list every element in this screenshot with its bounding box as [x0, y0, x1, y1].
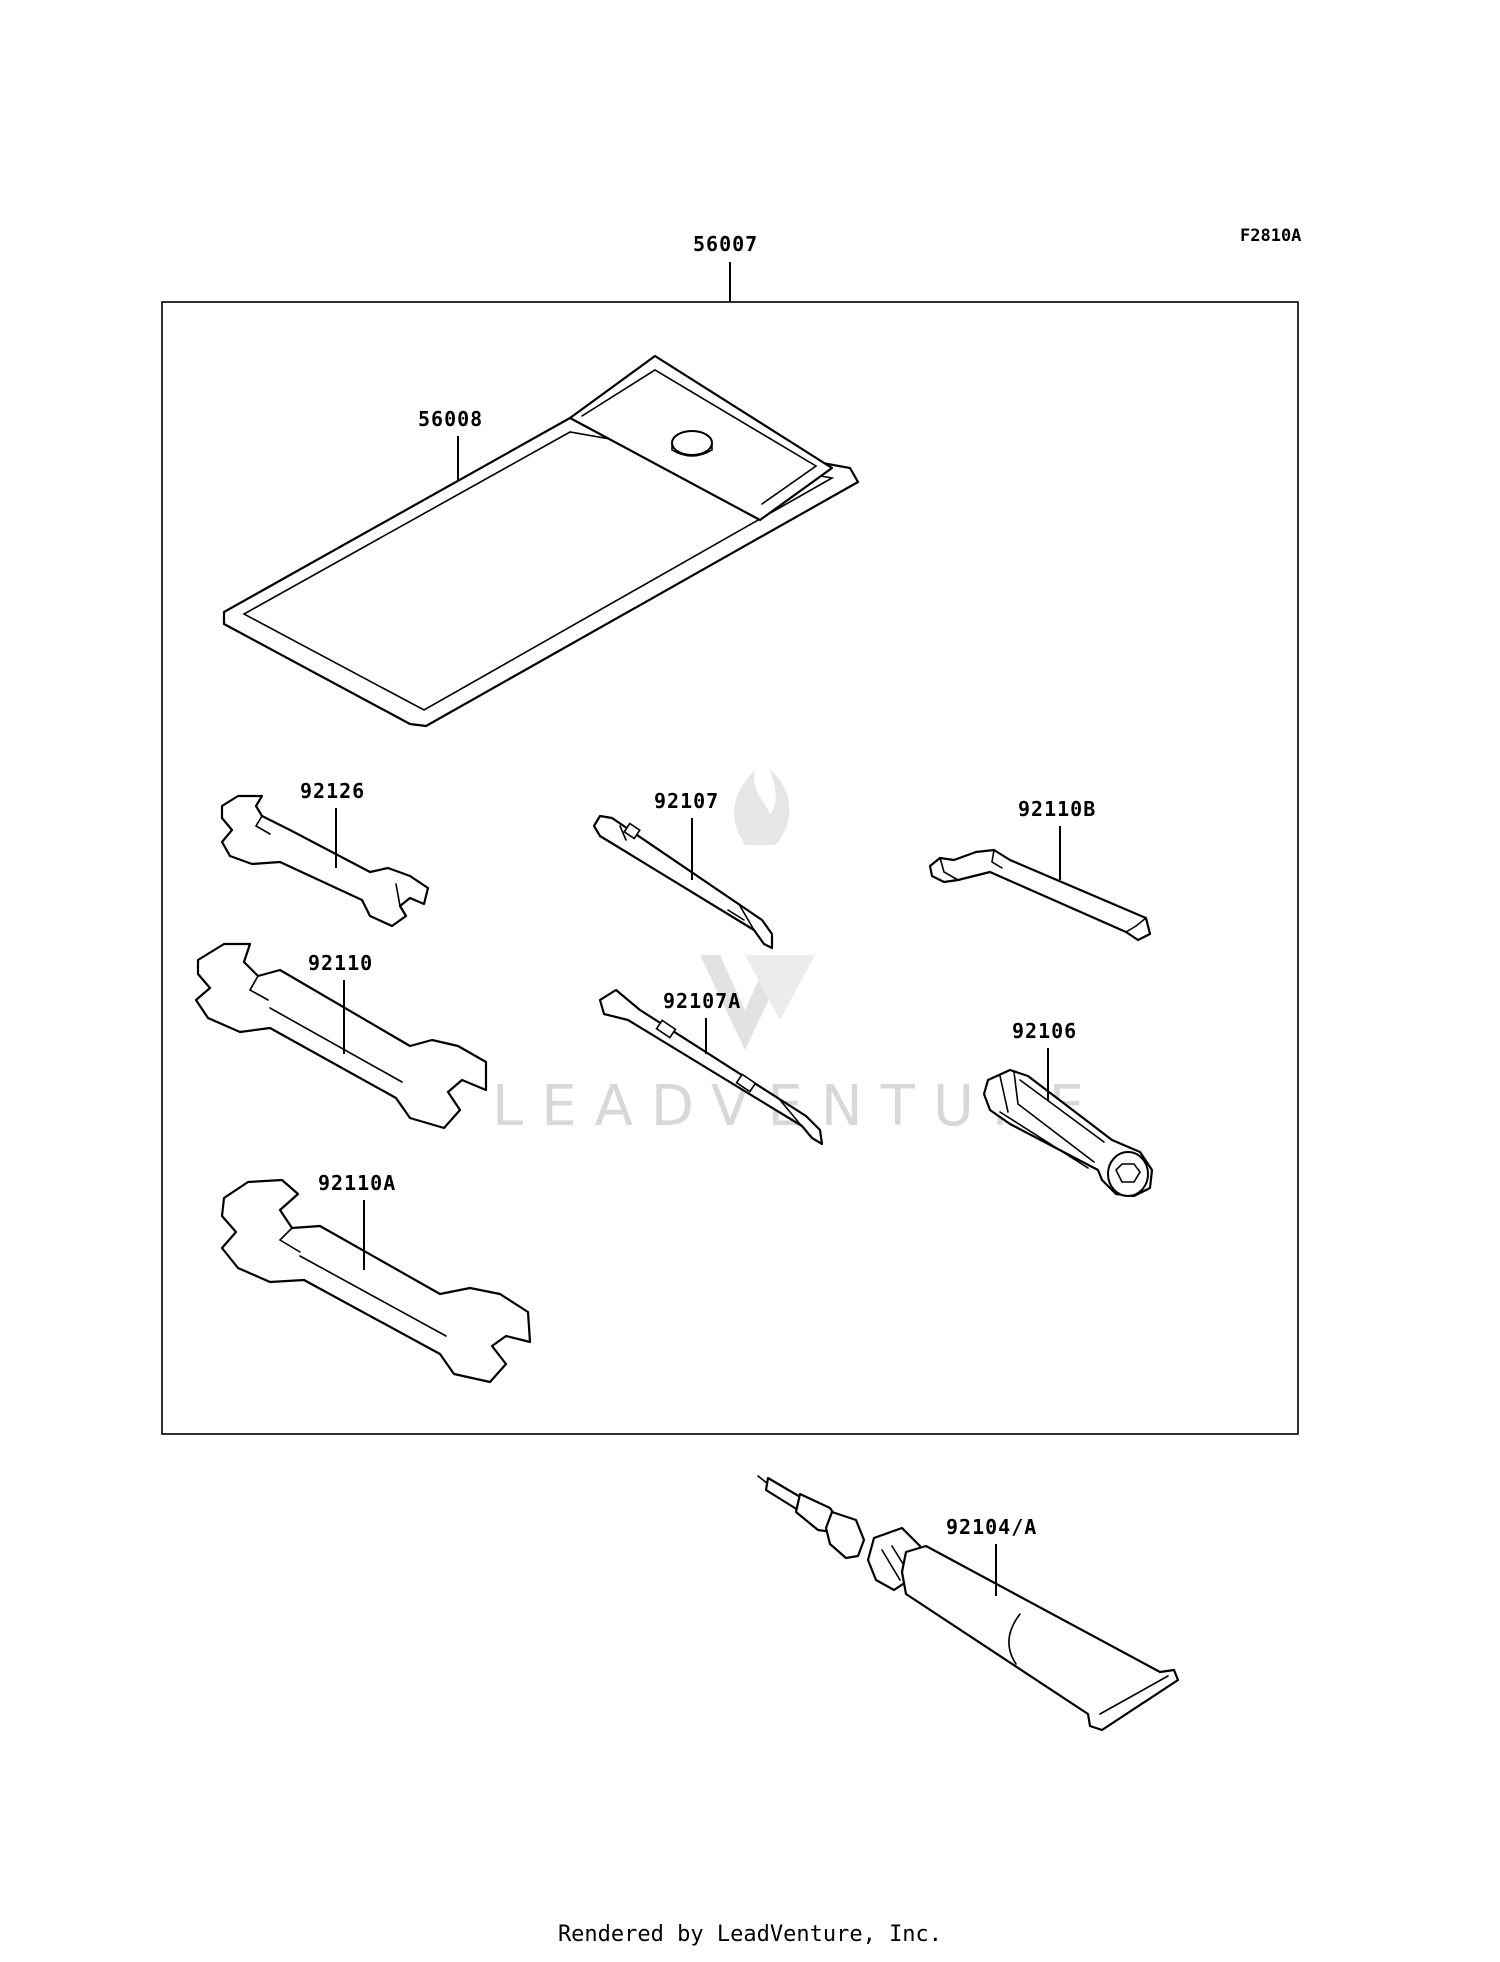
label-92106: 92106 [1012, 1019, 1077, 1043]
wrench-large-drawing [220, 1178, 532, 1384]
label-92110: 92110 [308, 951, 373, 975]
label-92107: 92107 [654, 789, 719, 813]
label-92110A: 92110A [318, 1171, 396, 1195]
label-92107A: 92107A [663, 989, 741, 1013]
label-92126: 92126 [300, 779, 365, 803]
screwdriver-phillips-drawing [592, 814, 774, 950]
tool-kit-frame [161, 301, 1299, 1435]
label-56008: 56008 [418, 407, 483, 431]
label-92104A: 92104/A [946, 1515, 1037, 1539]
label-92110B: 92110B [1018, 797, 1096, 821]
wrench-medium-drawing [194, 942, 488, 1130]
wrench-small-drawing [220, 794, 430, 928]
leadventure-watermark: LEADVENTURE [492, 770, 1084, 1139]
label-56007: 56007 [693, 232, 758, 256]
footer-credit: Rendered by LeadVenture, Inc. [557, 1922, 943, 1947]
grease-tube-drawing [757, 1475, 1180, 1732]
screwdriver-flat-drawing [598, 988, 824, 1146]
tool-bag-drawing [222, 354, 860, 728]
screwdriver-handle-drawing [982, 1068, 1154, 1198]
figure-code: F2810A [1240, 226, 1301, 246]
hex-key-drawing [928, 848, 1152, 942]
